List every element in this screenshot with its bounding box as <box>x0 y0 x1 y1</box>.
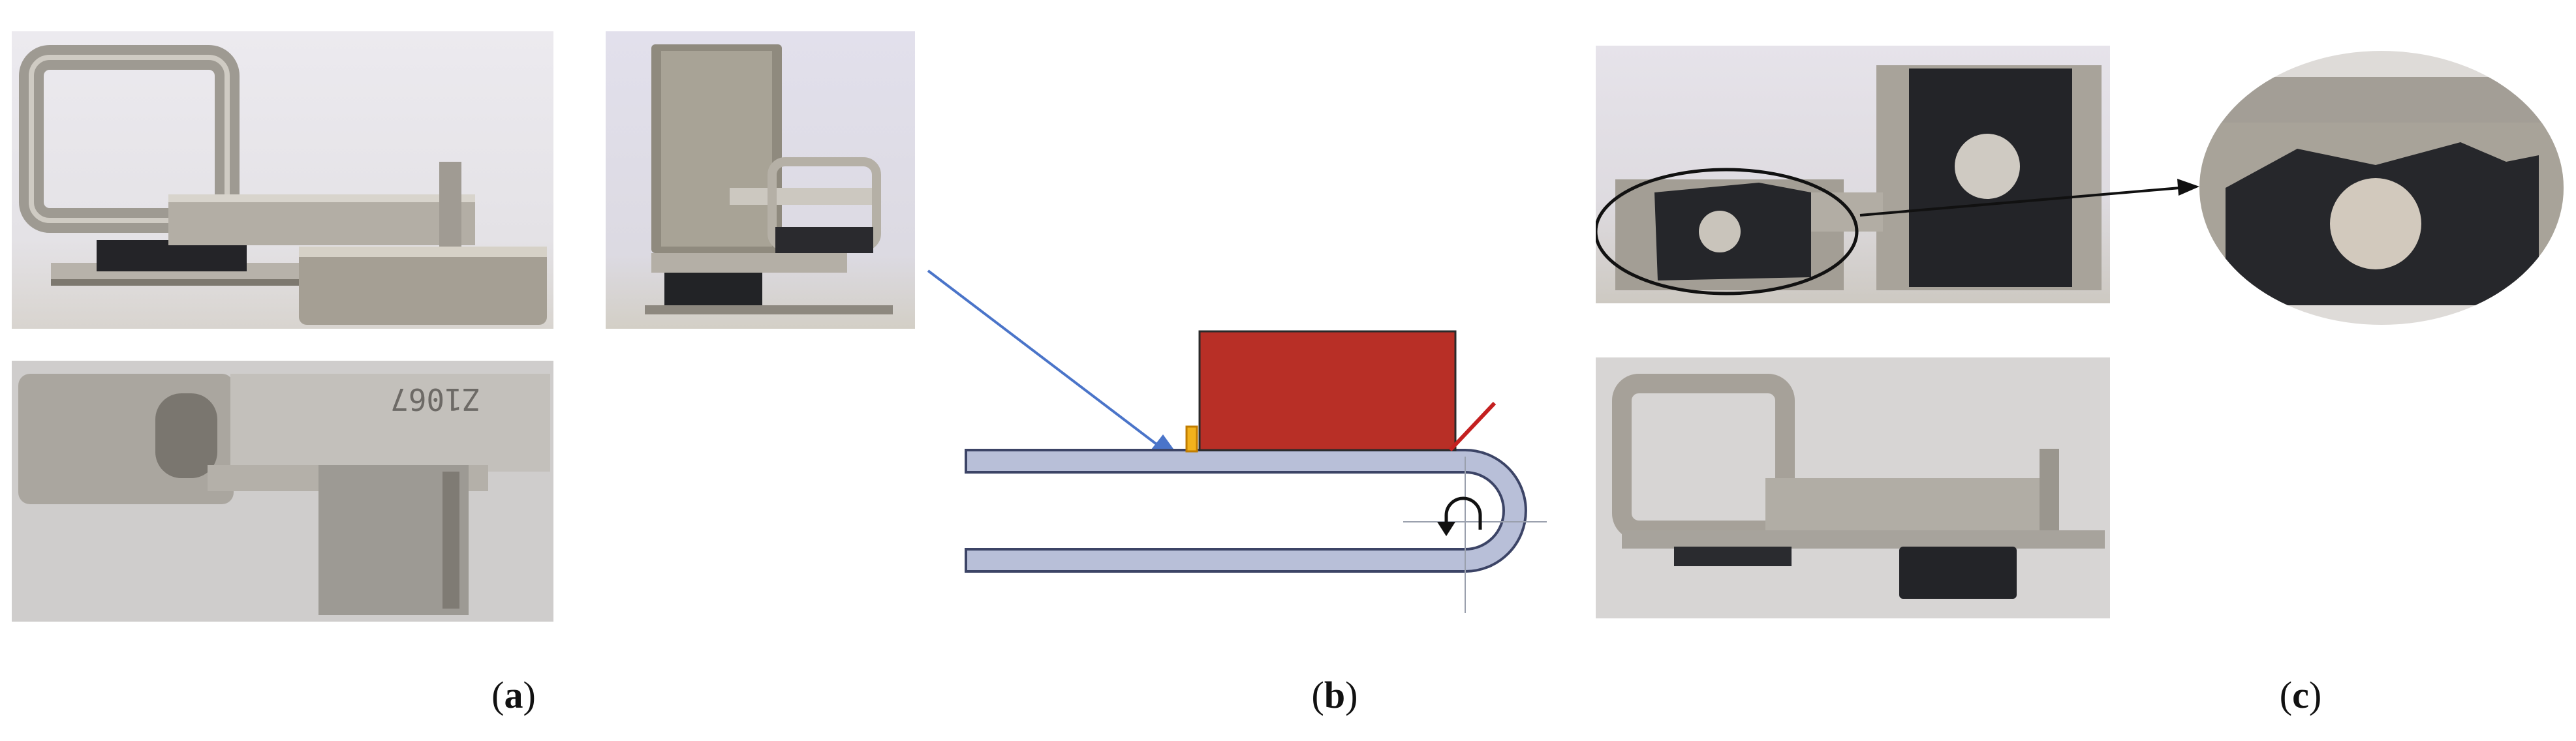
photo-a-front-view <box>606 31 915 329</box>
caption-c: (c) <box>2235 673 2366 717</box>
photo-c-side-view <box>1596 357 2110 618</box>
counterclockwise-arrow-icon <box>1437 496 1482 536</box>
photo-a-side-view-drawing <box>19 45 547 325</box>
friction-block <box>1198 330 1457 451</box>
photo-a-top-view-drawing <box>18 374 550 615</box>
caption-b: (b) <box>1269 673 1400 717</box>
crosshair-icon <box>1403 457 1547 613</box>
photo-c-zoom-circle <box>2199 51 2564 325</box>
connector-line-black <box>1859 187 2180 217</box>
wear-marker <box>1185 425 1198 453</box>
caption-a: (a) <box>448 673 579 717</box>
red-reference-line <box>1448 401 1497 452</box>
caption-c-letter: c <box>2292 674 2309 716</box>
caption-a-letter: a <box>504 674 523 716</box>
caption-b-letter: b <box>1324 674 1346 716</box>
bent-plate <box>965 449 1527 573</box>
photo-a-side-view <box>12 31 553 329</box>
photo-c-pad-wear <box>1596 46 2110 303</box>
caption-b-open: ( <box>1311 674 1324 716</box>
photo-c-zoom-circle-drawing <box>2199 77 2564 305</box>
caption-a-close: ) <box>523 674 536 716</box>
connector-arrowhead-black <box>2177 179 2199 196</box>
caption-c-open: ( <box>2279 674 2293 716</box>
caption-c-close: ) <box>2308 674 2322 716</box>
photo-a-top-view: Z1067 <box>12 361 553 622</box>
photo-a-front-view-drawing <box>645 44 893 314</box>
photo-c-pad-wear-drawing <box>1596 65 2102 295</box>
photo-c-side-view-drawing <box>1612 374 2105 599</box>
connector-line-blue <box>927 269 1163 449</box>
caption-a-open: ( <box>491 674 504 716</box>
caption-b-close: ) <box>1345 674 1358 716</box>
